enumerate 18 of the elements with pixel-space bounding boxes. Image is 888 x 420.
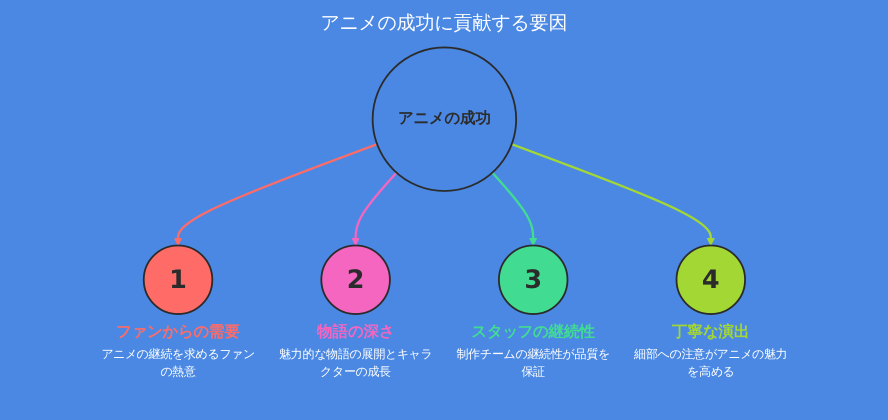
arrow [174, 143, 378, 246]
factor-heading: ファンからの需要 [116, 322, 240, 342]
node-circle: アニメの成功 [371, 46, 517, 192]
factor-description: 制作チームの継続性が品質を保証 [455, 348, 611, 381]
node-circle: 2 [320, 244, 390, 315]
factor-description: 細部への注意がアニメの魅力を高める [632, 348, 788, 381]
factor-heading: スタッフの継続性 [471, 322, 595, 342]
node-circle: 1 [142, 244, 213, 315]
arrow [510, 143, 714, 246]
arrow [351, 172, 397, 246]
factor-description: アニメの継続を求めるファンの熱意 [100, 348, 256, 381]
node-circle: 3 [498, 244, 568, 315]
arrow [491, 172, 537, 246]
node-circle: 4 [675, 244, 746, 315]
factor-description: 魅力的な物語の展開とキャラクターの成長 [277, 348, 433, 381]
diagram-title: アニメの成功に貢献する要因 [320, 11, 568, 36]
factor-heading: 丁寧な演出 [672, 322, 749, 342]
factor-heading: 物語の深さ [316, 322, 394, 342]
